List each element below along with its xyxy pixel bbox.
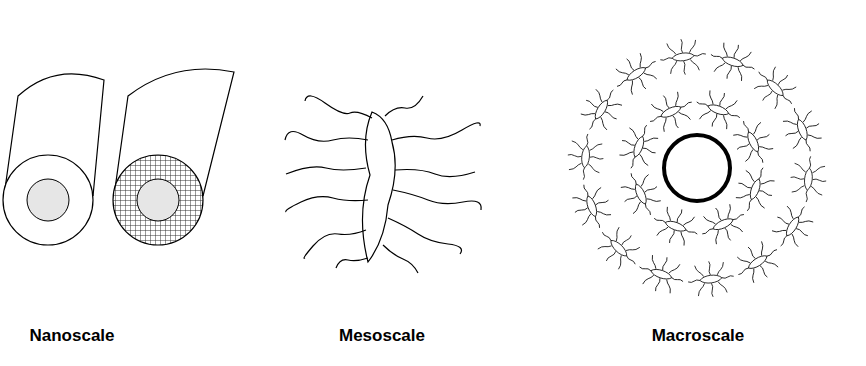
surfactant-molecule [705, 38, 760, 86]
scale-label: Macroscale [652, 326, 745, 346]
molecule [285, 96, 481, 273]
surfactant-molecule [788, 155, 828, 204]
surfactant-molecule [566, 132, 606, 181]
surfactant-molecule [765, 198, 819, 256]
nanotube-plain [3, 74, 104, 245]
nanotube-coated [113, 69, 234, 245]
surfactant-molecule [590, 219, 648, 277]
surfactant-molecule [643, 86, 700, 138]
particle [664, 135, 730, 201]
surfactant-molecule [778, 102, 827, 157]
particle-cluster [566, 36, 829, 299]
surfactant-molecule [731, 162, 780, 217]
surfactant-molecule [729, 235, 787, 290]
surfactant-molecule [727, 114, 779, 171]
surfactant-molecule [574, 81, 628, 139]
surfactant-molecule [686, 259, 736, 300]
scale-label: Nanoscale [29, 326, 114, 346]
surfactant-molecule [695, 198, 752, 250]
surfactant-molecule [614, 119, 663, 174]
surfactant-molecule [615, 166, 667, 223]
scale-label: Mesoscale [339, 326, 425, 346]
surfactant-molecule [567, 179, 616, 234]
surfactant-molecule [607, 46, 665, 101]
surfactant-molecule [658, 36, 708, 77]
surfactant-molecule [746, 59, 804, 117]
surfactant-molecule [691, 85, 746, 134]
surfactant-molecule [634, 250, 689, 298]
surfactant-molecule [648, 202, 703, 251]
